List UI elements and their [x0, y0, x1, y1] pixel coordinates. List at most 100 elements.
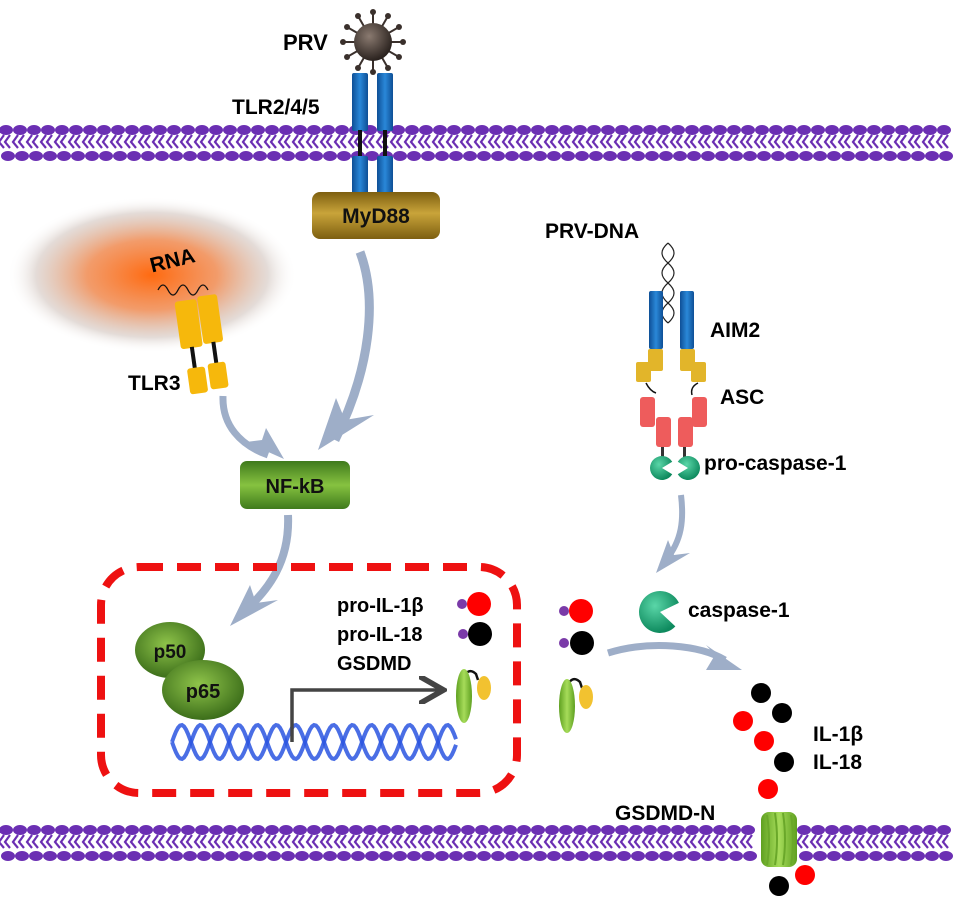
lipid-tail: [795, 834, 809, 849]
lipid-tail: [81, 134, 95, 149]
lipid-head: [363, 825, 377, 835]
lipid-tail: [683, 834, 697, 849]
lipid-tail: [319, 134, 333, 149]
lipid-tail: [683, 134, 697, 149]
lipid-tail: [739, 134, 753, 149]
il18-dot: [751, 683, 771, 703]
lipid-head: [937, 825, 951, 835]
lipid-head: [517, 825, 531, 835]
lipid-head: [197, 151, 211, 161]
cyto-gsdmd-icon: [559, 677, 593, 733]
lipid-tail: [431, 134, 445, 149]
lipid-tail: [179, 134, 193, 149]
arrow-head-mature: [706, 645, 742, 670]
lipid-head: [295, 851, 309, 861]
lipid-head: [281, 151, 295, 161]
lipid-head: [435, 851, 449, 861]
lipid-head: [855, 851, 869, 861]
lipid-head: [323, 151, 337, 161]
lipid-head: [41, 125, 55, 135]
lipid-head: [629, 125, 643, 135]
lipid-head: [349, 825, 363, 835]
lipid-head: [419, 125, 433, 135]
lipid-head: [419, 825, 433, 835]
lipid-head: [99, 851, 113, 861]
lipid-head: [519, 151, 533, 161]
lipid-head: [587, 825, 601, 835]
plasma-membrane-bottom: [0, 825, 953, 861]
lipid-head: [239, 151, 253, 161]
lipid-tail: [333, 834, 347, 849]
lipid-tail: [711, 134, 725, 149]
lipid-head: [377, 825, 391, 835]
lipid-head: [433, 825, 447, 835]
lipid-tail: [403, 834, 417, 849]
lipid-head: [699, 125, 713, 135]
lipid-tail: [109, 134, 123, 149]
plasma-membrane-top: [0, 125, 953, 161]
lipid-head: [923, 125, 937, 135]
lipid-head: [391, 825, 405, 835]
lipid-head: [545, 825, 559, 835]
lipid-tail: [431, 834, 445, 849]
lipid-head: [167, 125, 181, 135]
lipid-tail: [571, 134, 585, 149]
transcription-arrow: [290, 690, 440, 742]
lipid-tail: [459, 134, 473, 149]
lipid-head: [71, 851, 85, 861]
lipid-tail: [697, 134, 711, 149]
arrow-tlr3-to-nfkb: [219, 395, 270, 459]
lipid-head: [15, 151, 29, 161]
lipid-head: [309, 851, 323, 861]
lipid-tail: [879, 834, 893, 849]
lipid-tail: [613, 134, 627, 149]
lipid-head: [727, 125, 741, 135]
lipid-head: [97, 825, 111, 835]
lipid-tail: [501, 134, 515, 149]
lipid-tail: [655, 834, 669, 849]
lipid-head: [293, 125, 307, 135]
lipid-head: [27, 125, 41, 135]
lipid-head: [883, 851, 897, 861]
lipid-head: [111, 825, 125, 835]
lipid-head: [547, 151, 561, 161]
lipid-tail: [501, 834, 515, 849]
lipid-tail: [67, 834, 81, 849]
lipid-head: [463, 851, 477, 861]
lipid-head: [407, 851, 421, 861]
arrows: [219, 250, 742, 670]
lipid-head: [293, 825, 307, 835]
lipid-head: [223, 825, 237, 835]
lipid-head: [251, 125, 265, 135]
lipid-head: [799, 851, 813, 861]
lipid-head: [0, 125, 13, 135]
lipid-tail: [389, 834, 403, 849]
label-tlr245: TLR2/4/5: [232, 96, 320, 119]
lipid-head: [321, 825, 335, 835]
lipid-head: [867, 825, 881, 835]
lipid-head: [69, 825, 83, 835]
lipid-head: [13, 825, 27, 835]
lipid-tail: [165, 834, 179, 849]
caspase1-icon: [639, 591, 679, 633]
lipid-head: [57, 151, 71, 161]
lipid-tail: [25, 834, 39, 849]
lipid-tail: [193, 134, 207, 149]
lipid-head: [839, 825, 853, 835]
lipid-head: [27, 825, 41, 835]
lipid-tail: [67, 134, 81, 149]
lipid-tail: [655, 134, 669, 149]
lipid-head: [575, 851, 589, 861]
lipid-head: [923, 825, 937, 835]
lipid-head: [391, 125, 405, 135]
arrow-pro-to-mature: [606, 642, 727, 664]
lipid-head: [769, 125, 783, 135]
lipid-tail: [333, 134, 347, 149]
lipid-head: [335, 825, 349, 835]
prv-virus-icon: [340, 9, 406, 75]
endosome-cloud: [7, 197, 297, 353]
lipid-tail: [11, 834, 25, 849]
lipid-tail: [375, 834, 389, 849]
lipid-head: [211, 851, 225, 861]
